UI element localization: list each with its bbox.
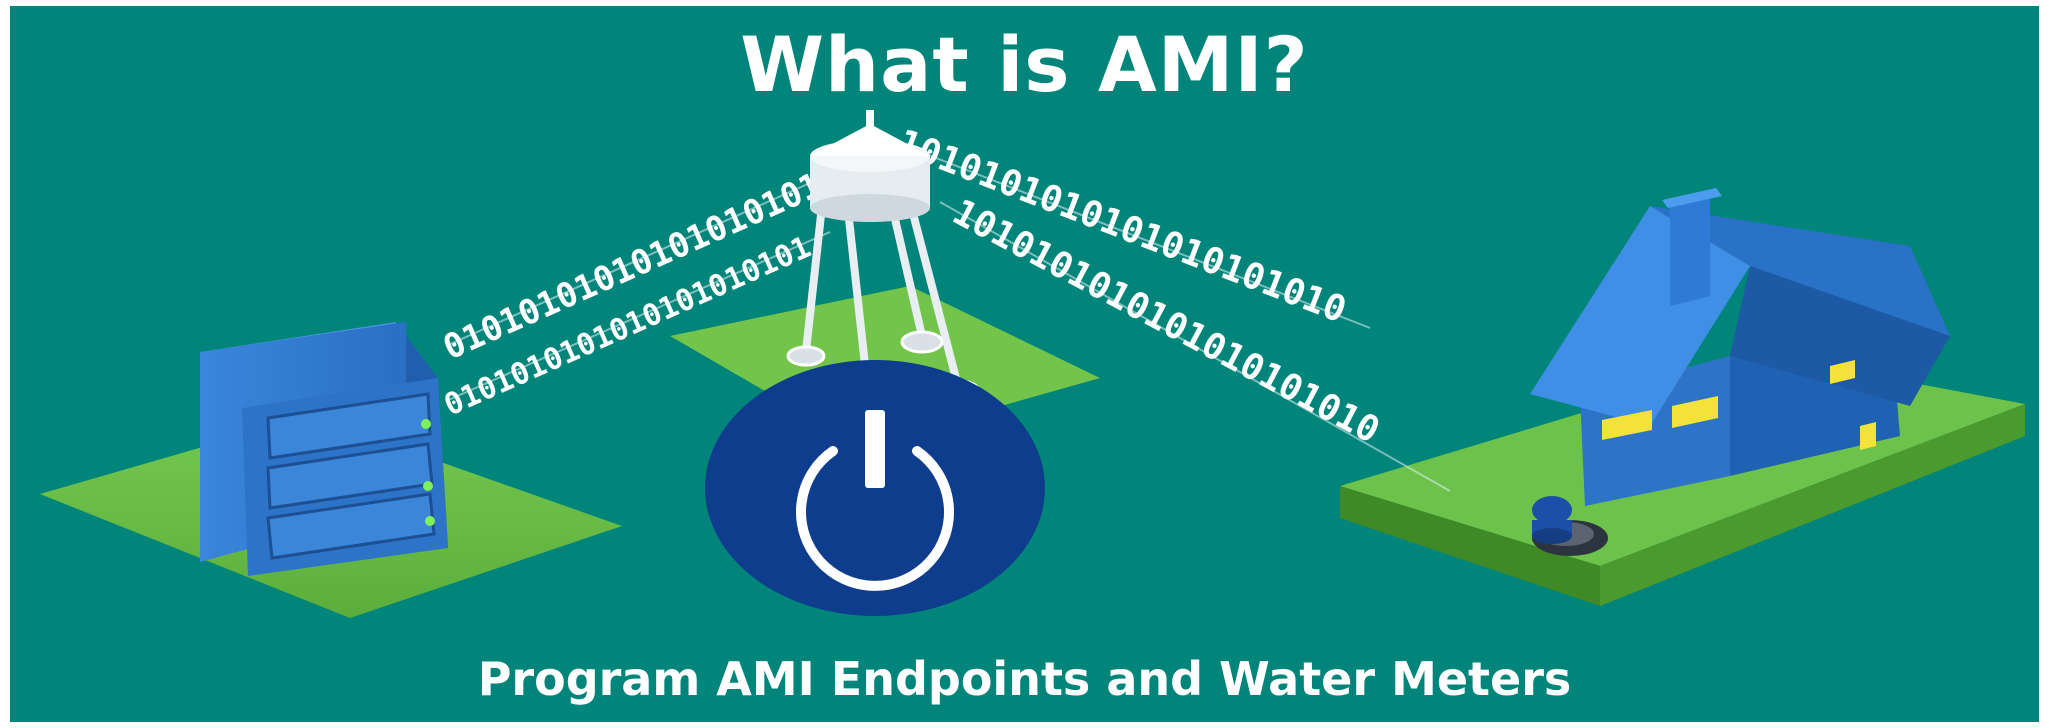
power-button-icon xyxy=(705,360,1045,616)
server-rack-icon xyxy=(200,322,448,576)
page-title: What is AMI? xyxy=(740,20,1309,109)
house-platform-front xyxy=(1340,486,1600,606)
banner: 0101010101010101010101 01010101010101010… xyxy=(10,6,2039,722)
house-windows xyxy=(1602,360,1876,450)
house-icon xyxy=(1530,188,1950,506)
ami-scene-illustration: 0101010101010101010101 01010101010101010… xyxy=(40,110,2025,618)
page-subtitle: Program AMI Endpoints and Water Meters xyxy=(477,652,1572,706)
water-meter-icon xyxy=(1532,496,1608,556)
house-platform-side xyxy=(1600,404,2025,606)
